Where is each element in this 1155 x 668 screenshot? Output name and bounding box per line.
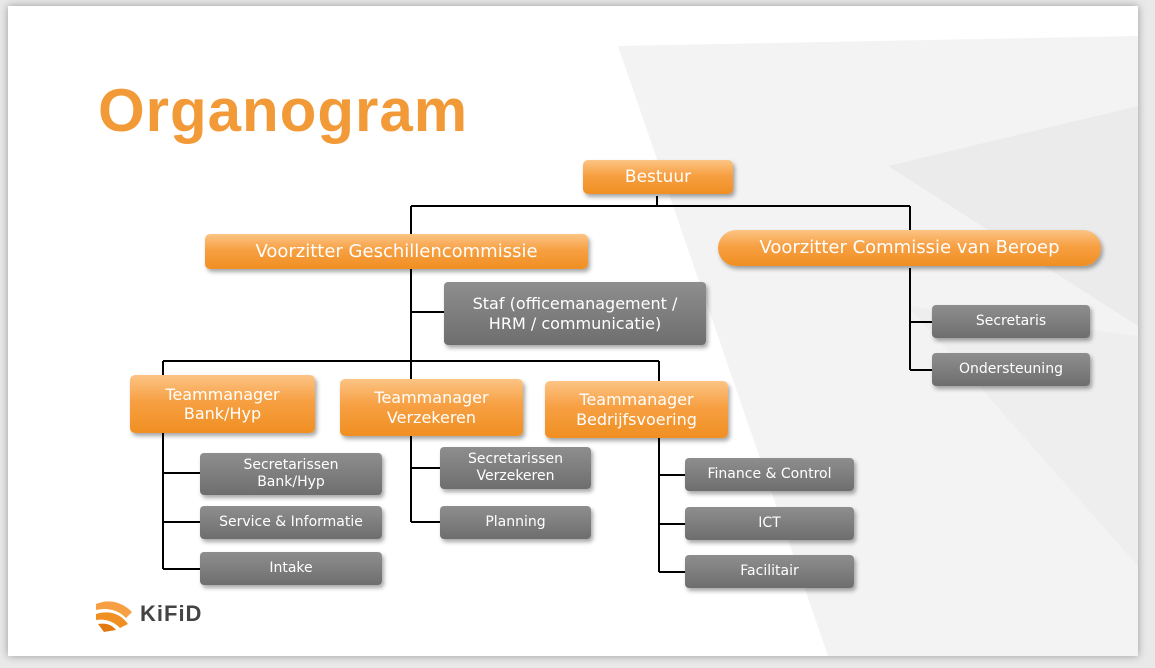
node-staf: Staf (officemanagement / HRM / communica… [444,282,706,345]
node-bestuur: Bestuur [583,160,733,194]
node-planning: Planning [440,506,591,539]
kifid-logo-icon [96,601,132,632]
node-service-informatie: Service & Informatie [200,506,382,539]
kifid-logo: KiFiD [92,594,202,634]
kifid-logo-text: KiFiD [140,601,203,626]
node-secretarissen-verzekeren: Secretarissen Verzekeren [440,447,591,489]
node-teammanager-bank-hyp: Teammanager Bank/Hyp [130,375,315,433]
node-teammanager-verzekeren: Teammanager Verzekeren [340,379,523,436]
slide: Organogram Bestuur Voorzitter Gesch [8,6,1138,656]
node-voorzitter-geschillencommissie: Voorzitter Geschillencommissie [205,234,588,269]
node-secretaris: Secretaris [932,305,1090,338]
node-voorzitter-commissie-van-beroep: Voorzitter Commissie van Beroep [718,230,1101,266]
node-finance-control: Finance & Control [685,458,854,491]
node-teammanager-bedrijfsvoering: Teammanager Bedrijfsvoering [545,381,728,438]
node-secretarissen-bank-hyp: Secretarissen Bank/Hyp [200,453,382,495]
page-title: Organogram [98,77,469,144]
node-facilitair: Facilitair [685,555,854,588]
connector-lines [162,196,932,573]
node-ondersteuning: Ondersteuning [932,353,1090,386]
node-ict: ICT [685,507,854,540]
node-intake: Intake [200,552,382,585]
